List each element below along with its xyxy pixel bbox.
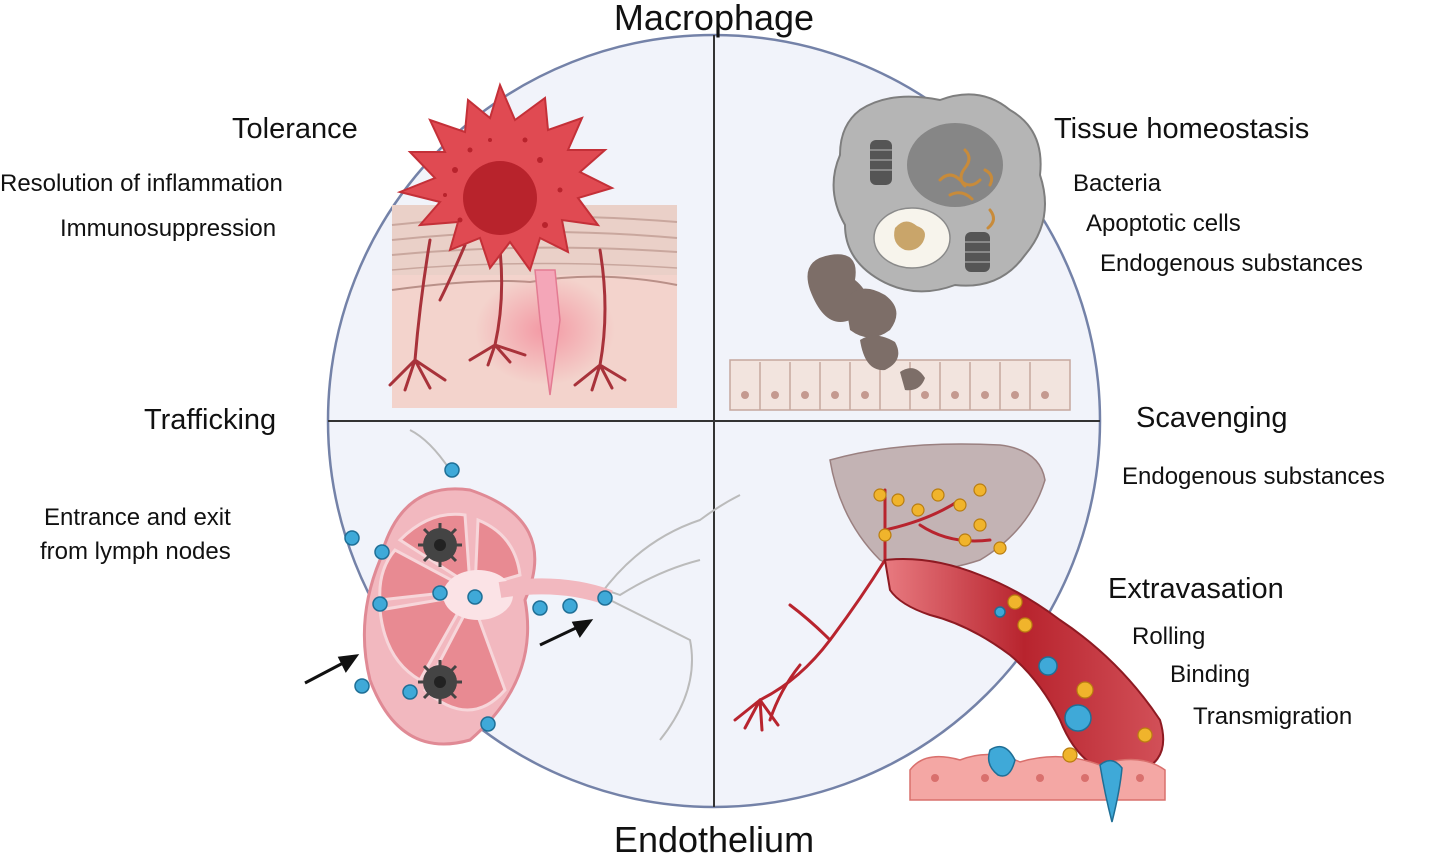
endothelial-cells — [909, 753, 1166, 801]
homeostasis-item-bacteria: Bacteria — [1073, 170, 1162, 197]
scavenging-item-endogenous: Endogenous substances — [1122, 463, 1385, 490]
homeostasis-item-apoptotic-cells: Apoptotic cells — [1086, 210, 1241, 237]
extravasation-item-rolling: Rolling — [1132, 623, 1206, 650]
tolerance-item-resolution: Resolution of inflammation — [0, 170, 283, 197]
heading-tissue-homeostasis: Tissue homeostasis — [1054, 113, 1310, 145]
extravasation-item-binding: Binding — [1170, 661, 1251, 688]
heading-extravasation: Extravasation — [1108, 573, 1284, 605]
title-macrophage: Macrophage — [613, 0, 815, 38]
transmigrating-cells — [987, 606, 1123, 823]
tolerance-item-immunosuppression: Immunosuppression — [60, 215, 277, 242]
heading-trafficking: Trafficking — [144, 404, 277, 436]
title-endothelium: Endothelium — [613, 819, 815, 860]
epithelium-layer — [729, 359, 1071, 411]
homeostasis-item-endogenous: Endogenous substances — [1100, 250, 1363, 277]
lymph-node — [362, 487, 613, 746]
trafficking-item-line1: Entrance and exit — [44, 504, 231, 531]
arrow-icon — [304, 619, 594, 685]
dendritic-cells-in-node — [418, 523, 462, 704]
trafficking-item-line2: from lymph nodes — [40, 538, 231, 565]
heading-scavenging: Scavenging — [1136, 402, 1288, 434]
immune-cells-blue — [344, 462, 613, 732]
circulating-particles — [873, 483, 1153, 763]
apoptotic-debris — [807, 254, 925, 391]
phagocytic-macrophage — [832, 93, 1046, 293]
extravasation-item-transmigration: Transmigration — [1193, 703, 1353, 730]
macrophage-dendritic-cell — [396, 82, 615, 273]
heading-tolerance: Tolerance — [232, 113, 358, 145]
